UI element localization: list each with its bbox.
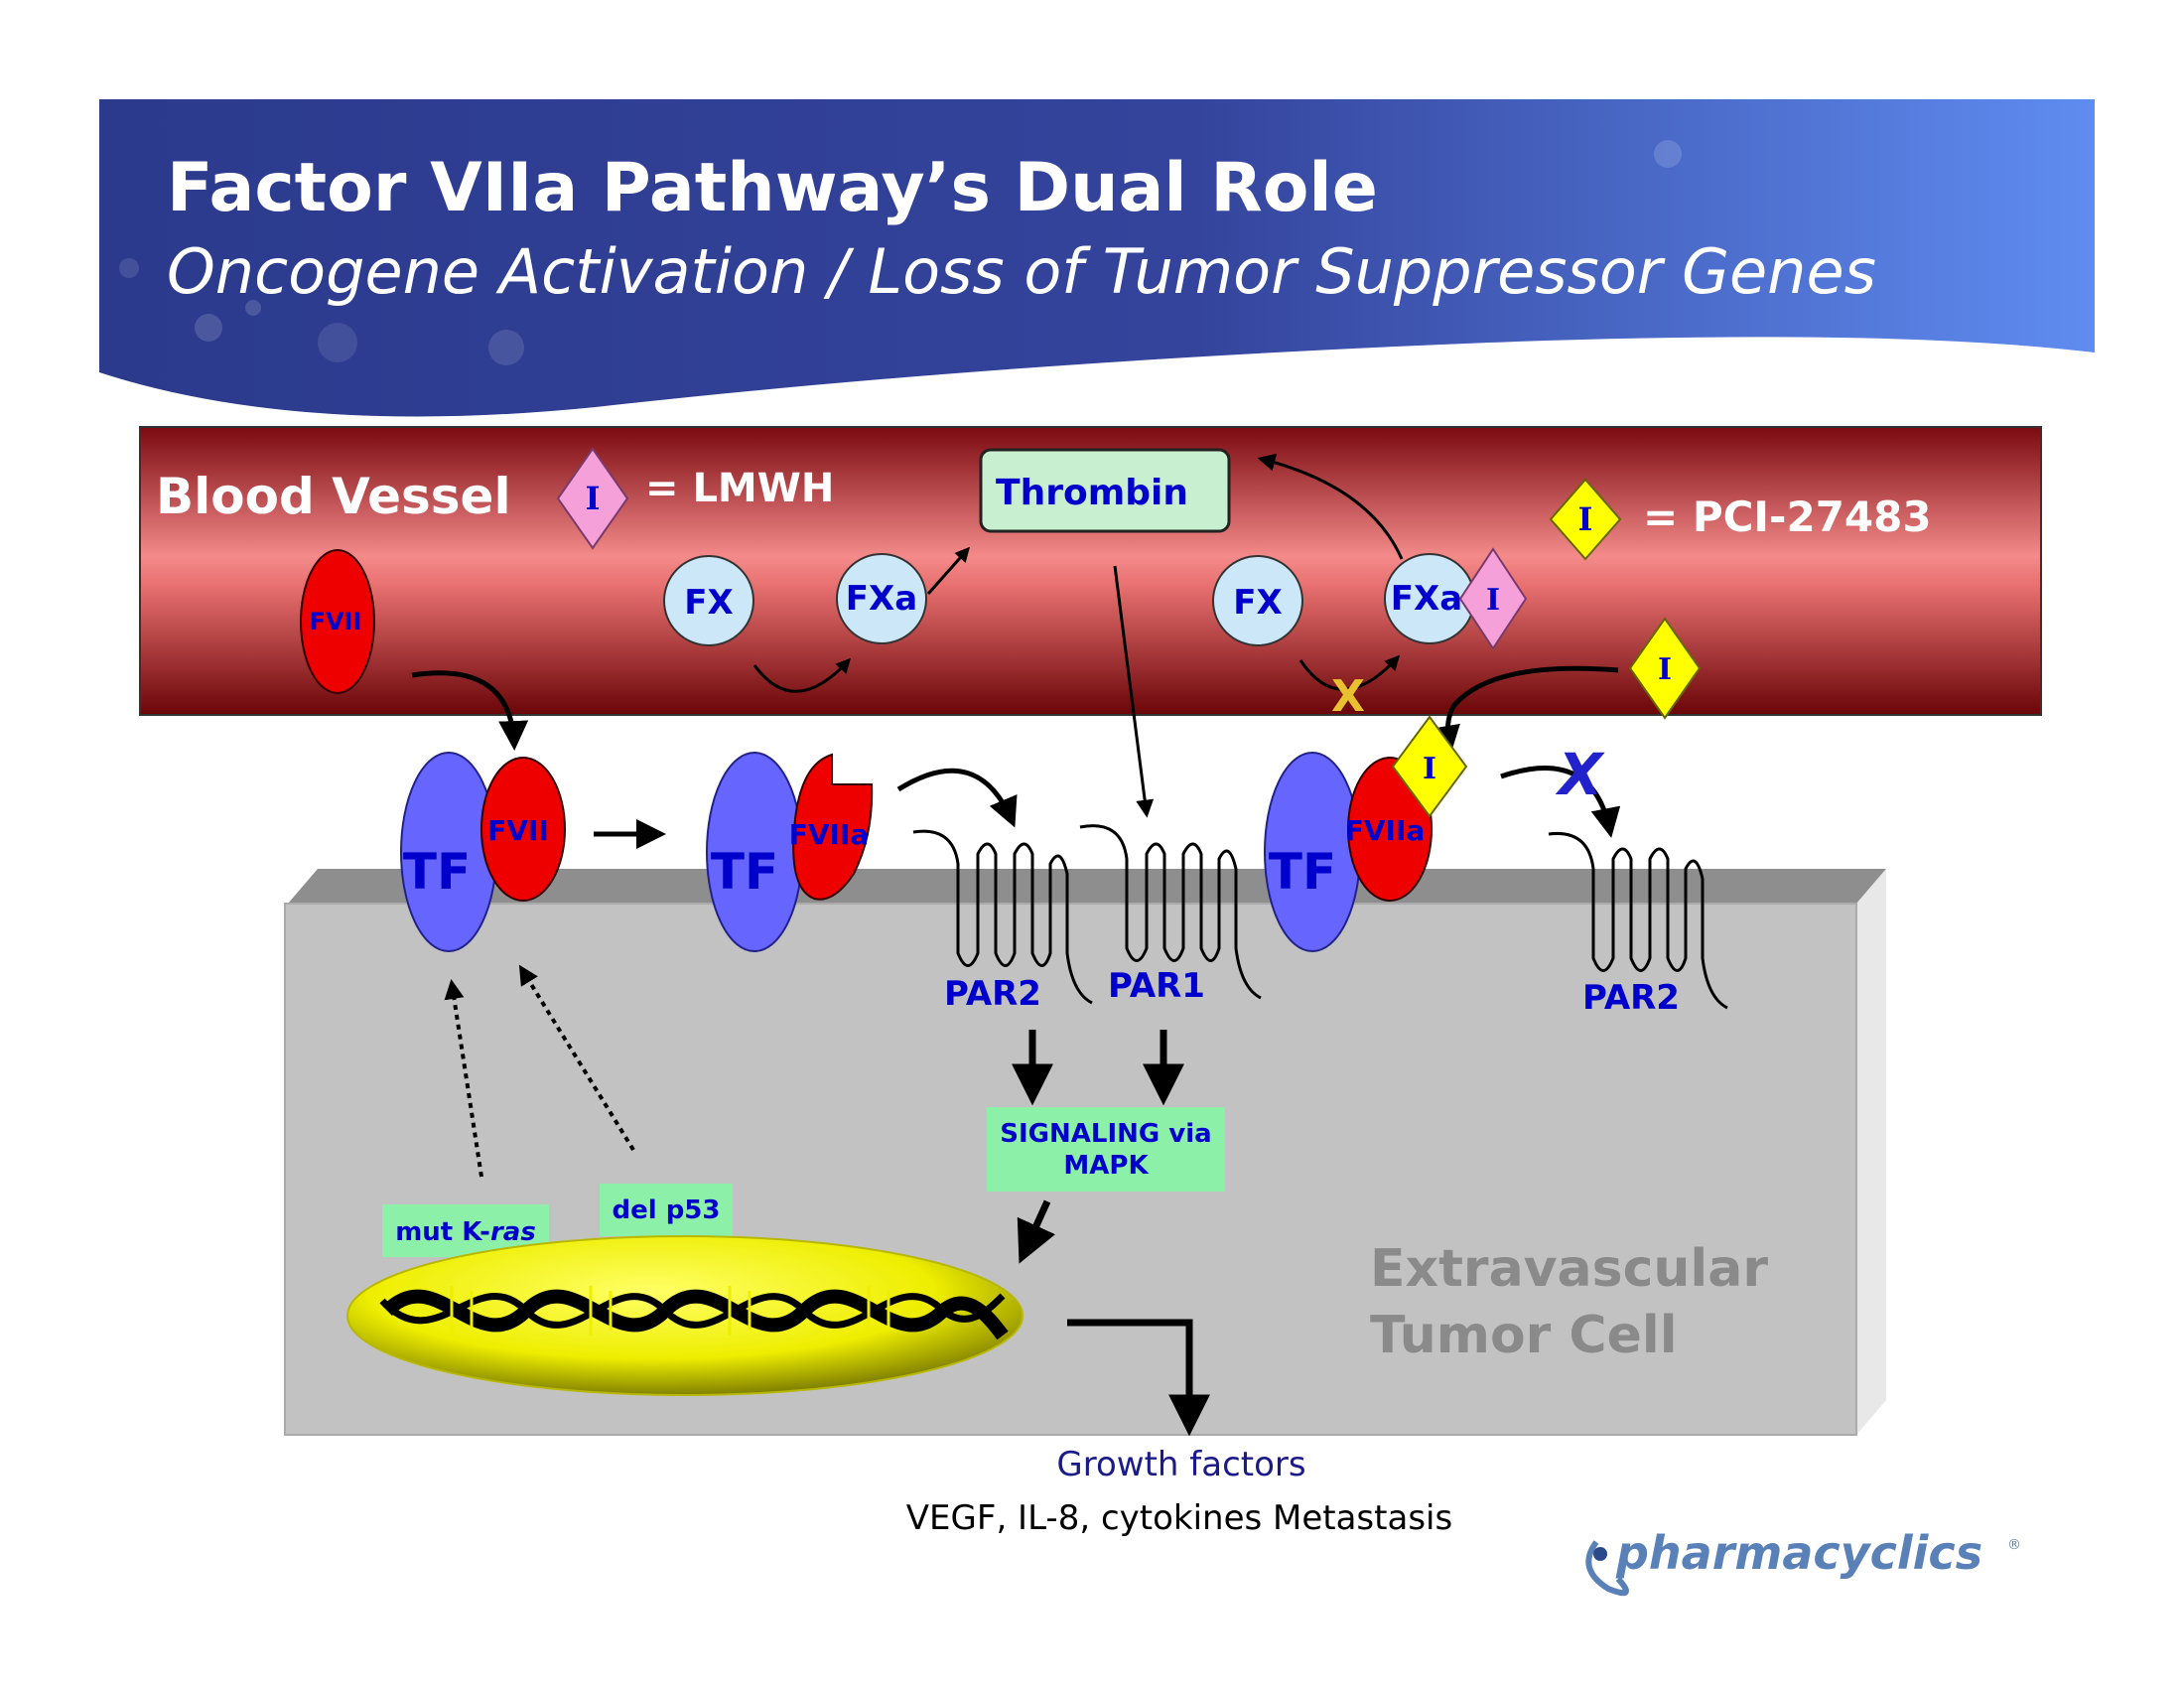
par2-middle-label: PAR2	[944, 974, 1041, 1014]
signaling-box: SIGNALING via MAPK	[987, 1107, 1225, 1192]
blood-vessel-label: Blood Vessel	[156, 468, 511, 525]
dna-helix-icon	[379, 1286, 1009, 1340]
growth-factors-detail: VEGF, IL-8, cytokines Metastasis	[906, 1498, 1452, 1538]
fxa-to-thrombin-arrow	[926, 546, 970, 595]
pci-inhibitor-icon	[1549, 478, 1622, 561]
pharmacyclics-logo: pharmacyclics ®	[1585, 1526, 2021, 1597]
lmwh-bound-symbol: I	[1486, 583, 1500, 618]
pci-inhibitor-vessel: I	[1628, 617, 1702, 720]
logo-swirl-icon	[1585, 1540, 1629, 1597]
lmwh-inhibitor-icon	[556, 447, 629, 550]
fvii-vessel-label: FVII	[310, 608, 362, 635]
par2-receptor-right: PAR2	[1548, 831, 1728, 1018]
tf-fviia-complex-right: TF FVIIa	[1264, 752, 1433, 952]
fx-to-fxa-arrow-left	[752, 657, 852, 693]
fxa-right-label: FXa	[1391, 579, 1462, 619]
fx-right-node: FX	[1212, 555, 1303, 646]
tf-fviia-complex-middle: TF FVIIa	[706, 752, 874, 952]
tf-fvii-complex: TF FVII	[400, 752, 566, 952]
lmwh-on-fxa: I	[1458, 547, 1528, 650]
par1-receptor: PAR1	[1079, 824, 1262, 1006]
del-p53-label: del p53	[612, 1196, 720, 1225]
blocked-conversion-mark: X	[1331, 671, 1365, 722]
fxa-to-thrombin-arrow-right	[1257, 453, 1404, 560]
pci-inhibitor-icon-vessel	[1628, 617, 1702, 720]
fviia-to-par2-arrow	[896, 768, 1018, 828]
pci-vessel-symbol: I	[1658, 652, 1672, 687]
fx-left-label: FX	[684, 583, 733, 623]
tf-1-label: TF	[403, 843, 471, 901]
kras-to-tf-arrow	[444, 979, 483, 1178]
thrombin-label: Thrombin	[996, 473, 1188, 513]
del-p53-box: del p53	[600, 1184, 733, 1236]
extravascular-label-line1: Extravascular	[1370, 1239, 1768, 1299]
page-subtitle: Oncogene Activation / Loss of Tumor Supp…	[167, 235, 1876, 308]
fxa-left-node: FXa	[836, 553, 927, 644]
signaling-line2: MAPK	[1063, 1151, 1149, 1181]
fvii-bound-label: FVII	[487, 814, 549, 847]
blood-vessel: Blood Vessel	[139, 426, 2042, 716]
fviia-middle-label: FVIIa	[789, 818, 870, 851]
signaling-to-nucleus-arrow	[1017, 1199, 1056, 1264]
fx-right-label: FX	[1233, 583, 1282, 623]
pci-symbol: I	[1578, 500, 1593, 538]
fvii-vessel-node: FVII	[300, 549, 375, 694]
thrombin-to-par1-arrow	[1113, 565, 1155, 818]
par2-receptor-middle: PAR2	[912, 829, 1093, 1014]
fxa-left-label: FXa	[846, 579, 917, 619]
logo-registered: ®	[2007, 1537, 2021, 1553]
tf-3-label: TF	[1269, 843, 1336, 901]
fviia-right-label: FVIIa	[1345, 814, 1426, 847]
page-title: Factor VIIa Pathway’s Dual Role	[167, 149, 1378, 227]
logo-text: pharmacyclics	[1615, 1526, 1982, 1580]
blocked-signal-mark: X	[1556, 741, 1606, 808]
fviia-right	[1347, 757, 1433, 902]
pci-legend-text: = PCI-27483	[1643, 492, 1932, 541]
mut-kras-gene: ras	[490, 1217, 536, 1247]
blocked-par2-arrow	[1500, 766, 1621, 838]
signaling-line1: SIGNALING via	[1000, 1119, 1211, 1149]
thrombin-node: Thrombin	[979, 448, 1231, 533]
lmwh-legend: I = LMWH	[556, 447, 834, 550]
nucleus-to-growth-arrow	[1067, 1319, 1210, 1437]
par1-label: PAR1	[1108, 966, 1205, 1006]
fvii-bound	[480, 757, 566, 902]
mut-kras-label: mut K-ras	[395, 1217, 536, 1247]
pci-binding-arrow	[1431, 665, 1619, 756]
pci-inhibitor-icon-bound	[1391, 715, 1468, 818]
header-banner: Factor VIIa Pathway’s Dual Role Oncogene…	[99, 99, 2095, 417]
fx-left-node: FX	[663, 555, 754, 646]
pci-bound-symbol: I	[1423, 752, 1436, 786]
lmwh-inhibitor-icon-bound	[1458, 547, 1528, 650]
nucleus	[346, 1235, 1024, 1396]
fx-to-fxa-arrow-right	[1298, 654, 1401, 691]
logo-dot-icon	[1593, 1547, 1607, 1561]
extravascular-label-line2: Tumor Cell	[1370, 1306, 1678, 1365]
tf-2-label: TF	[711, 843, 778, 901]
pci-legend: I = PCI-27483	[1549, 478, 1932, 561]
fviia-cleaved	[792, 753, 874, 901]
lmwh-symbol: I	[586, 480, 601, 517]
par2-right-label: PAR2	[1582, 978, 1680, 1018]
fvii-to-tf-arrow	[411, 670, 529, 751]
growth-factors-label: Growth factors	[1056, 1445, 1305, 1484]
mut-kras-prefix: mut K-	[395, 1217, 490, 1247]
pci-bound-inhibitor: I	[1391, 715, 1468, 818]
lmwh-legend-text: = LMWH	[645, 466, 834, 511]
